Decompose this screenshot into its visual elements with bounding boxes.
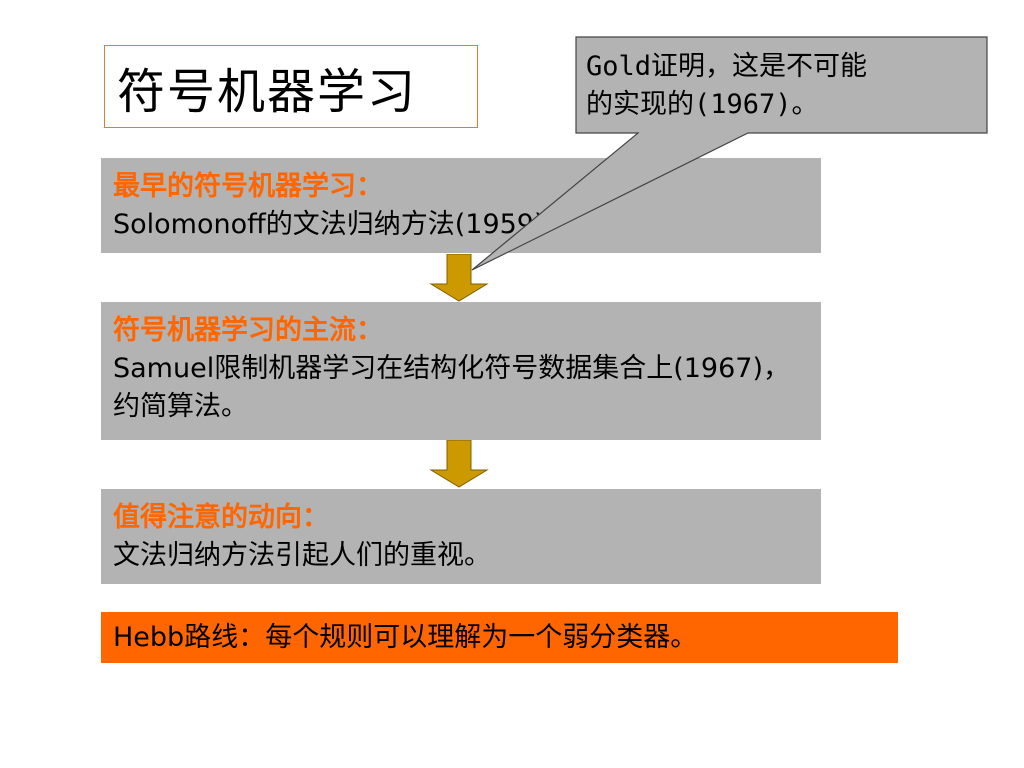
panel-body: Samuel限制机器学习在结构化符号数据集合上(1967)，约简算法。 (113, 353, 790, 422)
panel-body: Solomonoff的文法归纳方法(1959) (113, 209, 545, 240)
down-arrow-icon (429, 254, 489, 302)
panel-trend: 值得注意的动向： 文法归纳方法引起人们的重视。 (101, 489, 821, 584)
hebb-banner: Hebb路线：每个规则可以理解为一个弱分类器。 (101, 612, 898, 663)
panel-earliest: 最早的符号机器学习： Solomonoff的文法归纳方法(1959) (101, 158, 821, 253)
callout-text: Gold证明，这是不可能 的实现的(1967)。 (586, 48, 982, 124)
panel-heading: 最早的符号机器学习： (113, 171, 383, 202)
callout-line: 的实现的(1967)。 (586, 89, 819, 120)
panel-body: 文法归纳方法引起人们的重视。 (113, 540, 491, 571)
page-title: 符号机器学习 (117, 63, 418, 120)
panel-heading: 值得注意的动向： (113, 502, 329, 533)
panel-heading: 符号机器学习的主流： (113, 315, 383, 346)
callout-line: Gold证明，这是不可能 (586, 51, 868, 82)
down-arrow-icon (429, 440, 489, 488)
panel-mainstream: 符号机器学习的主流： Samuel限制机器学习在结构化符号数据集合上(1967)… (101, 302, 821, 440)
title-box: 符号机器学习 (104, 45, 478, 128)
